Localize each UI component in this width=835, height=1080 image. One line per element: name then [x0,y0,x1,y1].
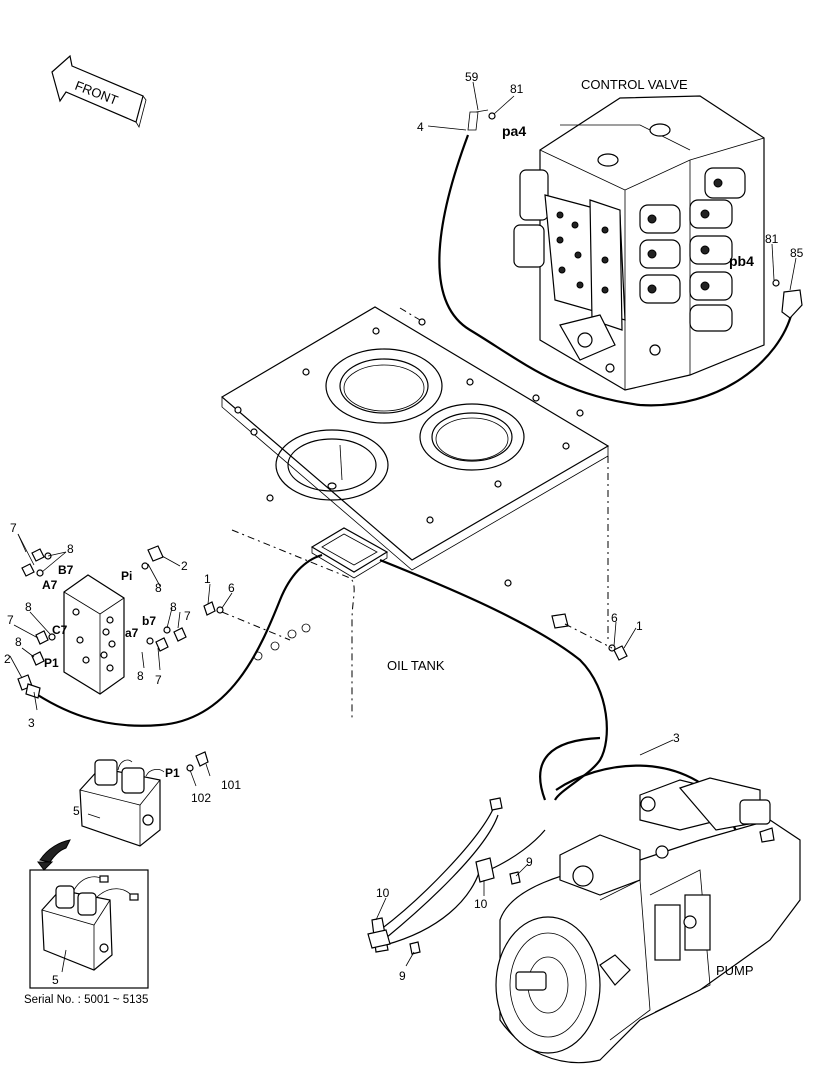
oil-tank-label: OIL TANK [387,658,445,673]
callout-3: 3 [28,716,35,730]
callout-8: 8 [67,542,74,556]
callout-59: 59 [465,70,479,84]
callout-10: 10 [474,897,488,911]
callout-5: 5 [73,804,80,818]
drain-hoses [367,797,546,955]
callout-81: 81 [510,82,524,96]
callout-9: 9 [526,855,533,869]
pump-label: PUMP [716,963,754,978]
control-valve-label: CONTROL VALVE [581,77,688,92]
callout-9: 9 [399,969,406,983]
port-b7-lower: b7 [142,614,156,628]
callout-2: 2 [4,652,11,666]
callout-101: 101 [221,778,241,792]
callout-7: 7 [10,521,17,535]
callout-8: 8 [155,581,162,595]
hose-4 [438,109,803,407]
callout-81: 81 [765,232,779,246]
callout-6: 6 [611,611,618,625]
callout-85: 85 [790,246,804,260]
port-p1: P1 [44,656,59,670]
port-pb4: pb4 [729,253,754,269]
callout-102: 102 [191,791,211,805]
callout-2: 2 [181,559,188,573]
callout-1: 1 [636,619,643,633]
port-p1-solenoid: P1 [165,766,180,780]
callout-8: 8 [25,600,32,614]
callout-5: 5 [52,973,59,987]
port-b7: B7 [58,563,74,577]
port-pa4: pa4 [502,123,526,139]
callout-7: 7 [155,673,162,687]
pilot-block [17,545,628,695]
callout-7: 7 [184,609,191,623]
solenoid-valve [79,751,209,847]
callout-3: 3 [673,731,680,745]
serial-label: Serial No. : 5001 ~ 5135 [24,994,148,1006]
port-a7-lower: a7 [125,626,139,640]
pump [495,777,801,1064]
callout-8: 8 [15,635,22,649]
front-arrow: FRONT [51,54,147,129]
callout-4: 4 [417,120,424,134]
leader-lines [9,81,797,973]
callout-1: 1 [204,572,211,586]
callout-8: 8 [170,600,177,614]
inset-box [29,839,149,989]
port-a7-upper: A7 [42,578,58,592]
oil-tank-plate [220,306,610,720]
port-c7: C7 [52,623,68,637]
callout-8: 8 [137,669,144,683]
control-valve [513,95,765,391]
callout-6: 6 [228,581,235,595]
port-pi: Pi [121,569,132,583]
callout-7: 7 [7,613,14,627]
callout-10: 10 [376,886,390,900]
hose-3-left [25,553,323,727]
